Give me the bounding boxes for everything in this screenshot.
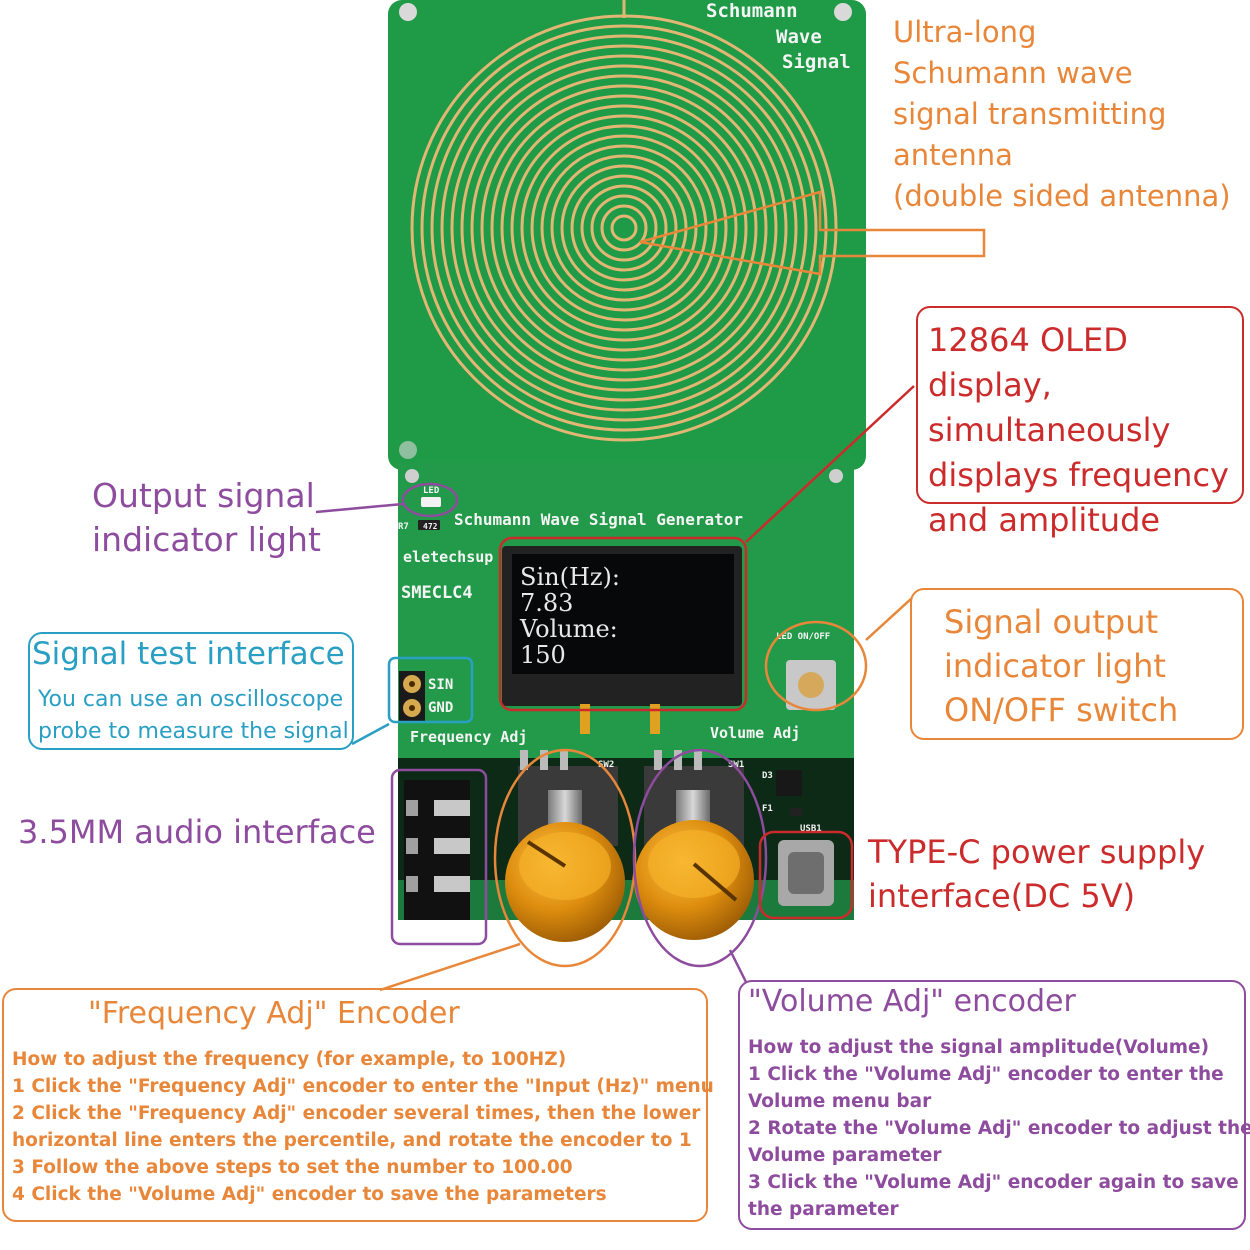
f1-silk: F1	[762, 804, 773, 814]
led-switch-callout-box: Signal output indicator light ON/OFF swi…	[910, 588, 1244, 740]
antenna-board	[388, 0, 866, 470]
oled-line-4: 150	[520, 641, 566, 669]
volume-step-0: How to adjust the signal amplitude(Volum…	[748, 1037, 1210, 1058]
antenna-arrow	[639, 190, 986, 276]
status-led	[421, 497, 441, 507]
sw1-silk: SW1	[728, 760, 745, 770]
led-silk: LED	[423, 486, 440, 496]
volume-instructions-title: "Volume Adj" encoder	[748, 984, 1076, 1019]
resistor-value-silk: 472	[423, 522, 438, 531]
led-switch-callout: Signal output indicator light ON/OFF swi…	[944, 603, 1179, 729]
volume-encoder	[634, 750, 754, 940]
volume-step-1: 1 Click the "Volume Adj" encoder to ente…	[748, 1064, 1224, 1085]
oled-callout: 12864 OLED display, simultaneously displ…	[928, 321, 1229, 539]
volume-adj-silk: Volume Adj	[710, 724, 801, 742]
d3-silk: D3	[762, 771, 773, 781]
signal-test-callout-box: Signal test interface You can use an osc…	[28, 632, 354, 750]
typec-highlight	[758, 830, 854, 920]
audio-callout: 3.5MM audio interface	[18, 813, 376, 851]
oled-callout-box: 12864 OLED display, simultaneously displ…	[916, 306, 1244, 539]
volume-instructions-box: "Volume Adj" encoder How to adjust the s…	[738, 980, 1250, 1230]
sin-pin-silk: SIN	[428, 677, 454, 693]
typec-callout: TYPE-C power supply interface(DC 5V)	[868, 833, 1206, 915]
frequency-encoder	[505, 750, 625, 942]
signal-test-highlight	[387, 656, 474, 724]
led-switch-button	[798, 672, 824, 698]
frequency-step-4: 3 Follow the above steps to set the numb…	[12, 1157, 573, 1178]
volume-encoder-highlight	[632, 748, 768, 968]
board-title-silk: Schumann Wave Signal Generator	[454, 510, 743, 529]
frequency-step-1: 1 Click the "Frequency Adj" encoder to e…	[12, 1076, 714, 1097]
oled-screen	[512, 554, 734, 674]
led-callout: Output signal indicator light	[92, 476, 321, 559]
volume-instructions-list: How to adjust the signal amplitude(Volum…	[748, 1034, 1250, 1223]
sw2-silk: SW2	[598, 760, 615, 770]
led-switch-highlight	[764, 620, 868, 712]
antenna-silk-2: Wave	[776, 26, 822, 48]
signal-test-desc: You can use an oscilloscope probe to mea…	[38, 687, 349, 744]
resistor-r7	[418, 520, 440, 530]
r7-silk: R7	[398, 522, 409, 532]
gnd-pin-silk: GND	[428, 700, 454, 716]
volume-step-3: 2 Rotate the "Volume Adj" encoder to adj…	[748, 1118, 1250, 1139]
frequency-adj-silk: Frequency Adj	[410, 728, 528, 746]
led-switch-silk: LED ON/OFF	[776, 632, 831, 642]
chip-d3	[776, 770, 802, 796]
volume-step-2: Volume menu bar	[748, 1091, 932, 1112]
frequency-encoder-highlight	[493, 748, 637, 968]
antenna-silk-3: Signal	[782, 51, 851, 73]
frequency-step-3: horizontal line enters the percentile, a…	[12, 1130, 692, 1151]
brand-silk: eletechsup	[403, 548, 494, 566]
usb1-silk: USB1	[800, 824, 822, 834]
audio-jack	[404, 780, 470, 920]
volume-step-6: the parameter	[748, 1199, 899, 1220]
frequency-step-0: How to adjust the frequency (for example…	[12, 1049, 567, 1070]
oled-line-3: Volume:	[520, 615, 618, 643]
led-highlight	[401, 482, 459, 518]
frequency-instructions-list: How to adjust the frequency (for example…	[12, 1046, 714, 1208]
frequency-step-2: 2 Click the "Frequency Adj" encoder seve…	[12, 1103, 701, 1124]
oled-line-1: Sin(Hz):	[520, 563, 620, 591]
frequency-step-5: 4 Click the "Volume Adj" encoder to save…	[12, 1184, 607, 1205]
volume-step-5: 3 Click the "Volume Adj" encoder again t…	[748, 1172, 1239, 1193]
oled-line-2: 7.83	[520, 589, 574, 617]
signal-test-title: Signal test interface	[32, 636, 345, 672]
frequency-instructions-title: "Frequency Adj" Encoder	[88, 996, 460, 1031]
oled-highlight	[498, 536, 748, 712]
frequency-instructions-box: "Frequency Adj" Encoder How to adjust th…	[2, 988, 714, 1222]
antenna-callout: Ultra-long Schumann wave signal transmit…	[893, 15, 1231, 213]
audio-highlight	[390, 768, 488, 946]
volume-step-4: Volume parameter	[748, 1145, 942, 1166]
model-silk: SMECLC4	[401, 583, 473, 603]
antenna-silk-1: Schumann	[706, 0, 798, 22]
